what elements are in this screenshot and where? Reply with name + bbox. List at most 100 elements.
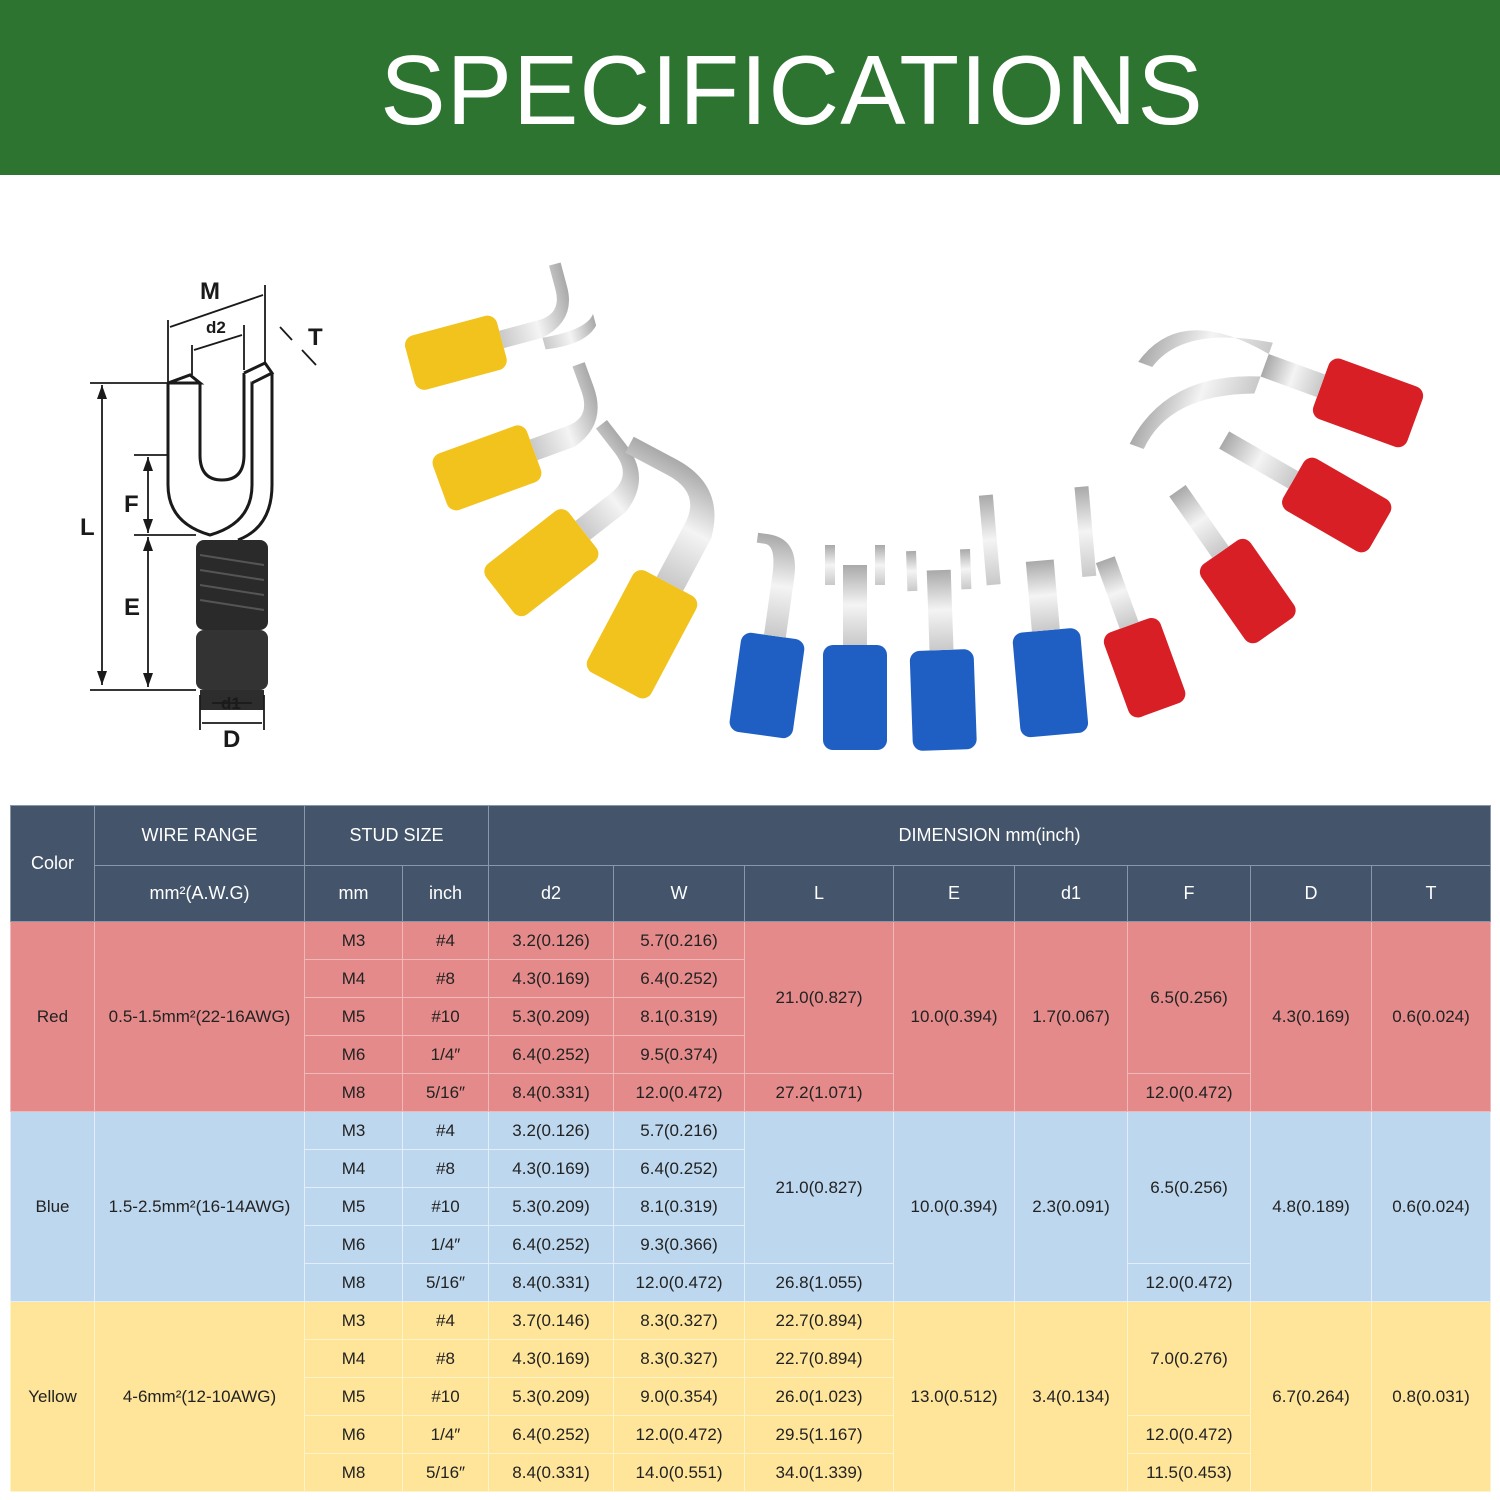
w-cell: 12.0(0.472) [613,1415,746,1454]
header-dimension: DIMENSION mm(inch) [488,805,1492,866]
stud-mm-cell: M8 [304,1453,403,1492]
stud-inch-cell: #10 [401,1187,490,1226]
w-cell: 9.3(0.366) [613,1225,746,1264]
table-row: Yellow 4-6mm²(12-10AWG) M3 #4 3.7(0.146)… [10,1301,1492,1492]
stud-inch-cell: #8 [401,1149,490,1188]
stud-mm-cell: M4 [304,1339,403,1378]
label-D: D [223,726,240,753]
label-E: E [124,594,140,621]
table-row: M5 #10 5.3(0.209) 9.0(0.354) 26.0(1.023) [11,1377,1491,1416]
f-cell: 6.5(0.256) [1127,1111,1252,1264]
w-cell: 14.0(0.551) [613,1453,746,1492]
stud-mm-cell: M3 [304,1301,403,1340]
stud-inch-cell: 1/4″ [401,1415,490,1454]
stud-inch-cell: #10 [401,997,490,1036]
d2-cell: 5.3(0.209) [488,997,615,1036]
w-cell: 8.3(0.327) [613,1301,746,1340]
stud-mm-cell: M4 [304,959,403,998]
f-cell: 12.0(0.472) [1127,1263,1252,1302]
d2-cell: 4.3(0.169) [488,959,615,998]
stud-mm-cell: M5 [304,1187,403,1226]
l-cell: 21.0(0.827) [744,1111,895,1264]
d1-cell: 3.4(0.134) [1014,1301,1129,1492]
header-T: T [1371,865,1492,922]
l-cell: 22.7(0.894) [744,1339,895,1378]
table-row: Blue 1.5-2.5mm²(16-14AWG) M3 #4 3.2(0.12… [10,1111,1492,1302]
header-F: F [1127,865,1252,922]
stud-mm-cell: M5 [304,997,403,1036]
t-cell: 0.8(0.031) [1371,1301,1492,1492]
f-cell: 7.0(0.276) [1127,1301,1252,1416]
header-banner: SPECIFICATIONS [0,0,1500,175]
f-cell: 12.0(0.472) [1127,1415,1252,1454]
e-cell: 13.0(0.512) [893,1301,1016,1492]
w-cell: 6.4(0.252) [613,959,746,998]
t-cell: 0.6(0.024) [1371,1111,1492,1302]
table-row: M8 5/16″ 8.4(0.331) 12.0(0.472) 26.8(1.0… [11,1263,1491,1302]
header-W: W [613,865,746,922]
stud-inch-cell: #8 [401,959,490,998]
d2-cell: 4.3(0.169) [488,1339,615,1378]
d-cell: 6.7(0.264) [1250,1301,1373,1492]
table-row: M8 5/16″ 8.4(0.331) 14.0(0.551) 34.0(1.3… [11,1453,1491,1492]
d1-cell: 2.3(0.091) [1014,1111,1129,1302]
d2-cell: 6.4(0.252) [488,1035,615,1074]
stud-inch-cell: #4 [401,1301,490,1340]
table-row: M6 1/4″ 6.4(0.252) 9.3(0.366) [11,1225,1491,1264]
d2-cell: 3.2(0.126) [488,921,615,960]
l-cell: 29.5(1.167) [744,1415,895,1454]
stud-inch-cell: 5/16″ [401,1263,490,1302]
label-M: M [200,278,220,305]
w-cell: 6.4(0.252) [613,1149,746,1188]
label-L: L [80,514,95,541]
w-cell: 9.5(0.374) [613,1035,746,1074]
table-row: M8 5/16″ 8.4(0.331) 12.0(0.472) 27.2(1.0… [11,1073,1491,1112]
label-d2: d2 [206,318,226,337]
d2-cell: 8.4(0.331) [488,1263,615,1302]
terminals-photo [405,262,1424,751]
header-stud-size: STUD SIZE [303,805,490,866]
header-d2: d2 [488,865,615,922]
d-cell: 4.8(0.189) [1250,1111,1373,1302]
f-cell: 12.0(0.472) [1127,1073,1252,1112]
label-d1: d1 [221,694,241,713]
blue-terminals [729,486,1097,751]
d2-cell: 3.7(0.146) [488,1301,615,1340]
d2-cell: 5.3(0.209) [488,1187,615,1226]
d2-cell: 8.4(0.331) [488,1073,615,1112]
stud-inch-cell: #8 [401,1339,490,1378]
terminal-dimension-diagram: M d2 T F L E d1 D [80,278,323,753]
l-cell: 26.0(1.023) [744,1377,895,1416]
t-cell: 0.6(0.024) [1371,921,1492,1112]
stud-mm-cell: M6 [304,1225,403,1264]
w-cell: 5.7(0.216) [613,921,746,960]
stud-mm-cell: M8 [304,1073,403,1112]
w-cell: 8.1(0.319) [613,997,746,1036]
table-row: M4 #8 4.3(0.169) 6.4(0.252) [11,959,1491,998]
stud-inch-cell: 1/4″ [401,1035,490,1074]
d-cell: 4.3(0.169) [1250,921,1373,1112]
color-cell: Blue [10,1111,95,1302]
specifications-table: Color WIRE RANGE STUD SIZE DIMENSION mm(… [10,805,1492,1492]
color-cell: Red [10,921,95,1112]
d2-cell: 6.4(0.252) [488,1225,615,1264]
header-stud-inch: inch [401,865,490,922]
stud-mm-cell: M4 [304,1149,403,1188]
table-row: Red 0.5-1.5mm²(22-16AWG) M3 #4 3.2(0.126… [10,921,1492,1112]
d2-cell: 6.4(0.252) [488,1415,615,1454]
table-row: M6 1/4″ 6.4(0.252) 12.0(0.472) 29.5(1.16… [11,1415,1491,1454]
stud-mm-cell: M6 [304,1415,403,1454]
stud-inch-cell: 5/16″ [401,1453,490,1492]
wire-range-cell: 0.5-1.5mm²(22-16AWG) [94,921,305,1112]
d2-cell: 4.3(0.169) [488,1149,615,1188]
table-row: M4 #8 4.3(0.169) 6.4(0.252) [11,1149,1491,1188]
stud-inch-cell: #4 [401,1111,490,1150]
header-D: D [1250,865,1373,922]
label-F: F [124,491,139,518]
l-cell: 21.0(0.827) [744,921,895,1074]
header-E: E [893,865,1016,922]
label-T: T [308,324,323,351]
table-row: M5 #10 5.3(0.209) 8.1(0.319) [11,1187,1491,1226]
stud-mm-cell: M3 [304,921,403,960]
header-wire-unit: mm²(A.W.G) [94,865,305,922]
